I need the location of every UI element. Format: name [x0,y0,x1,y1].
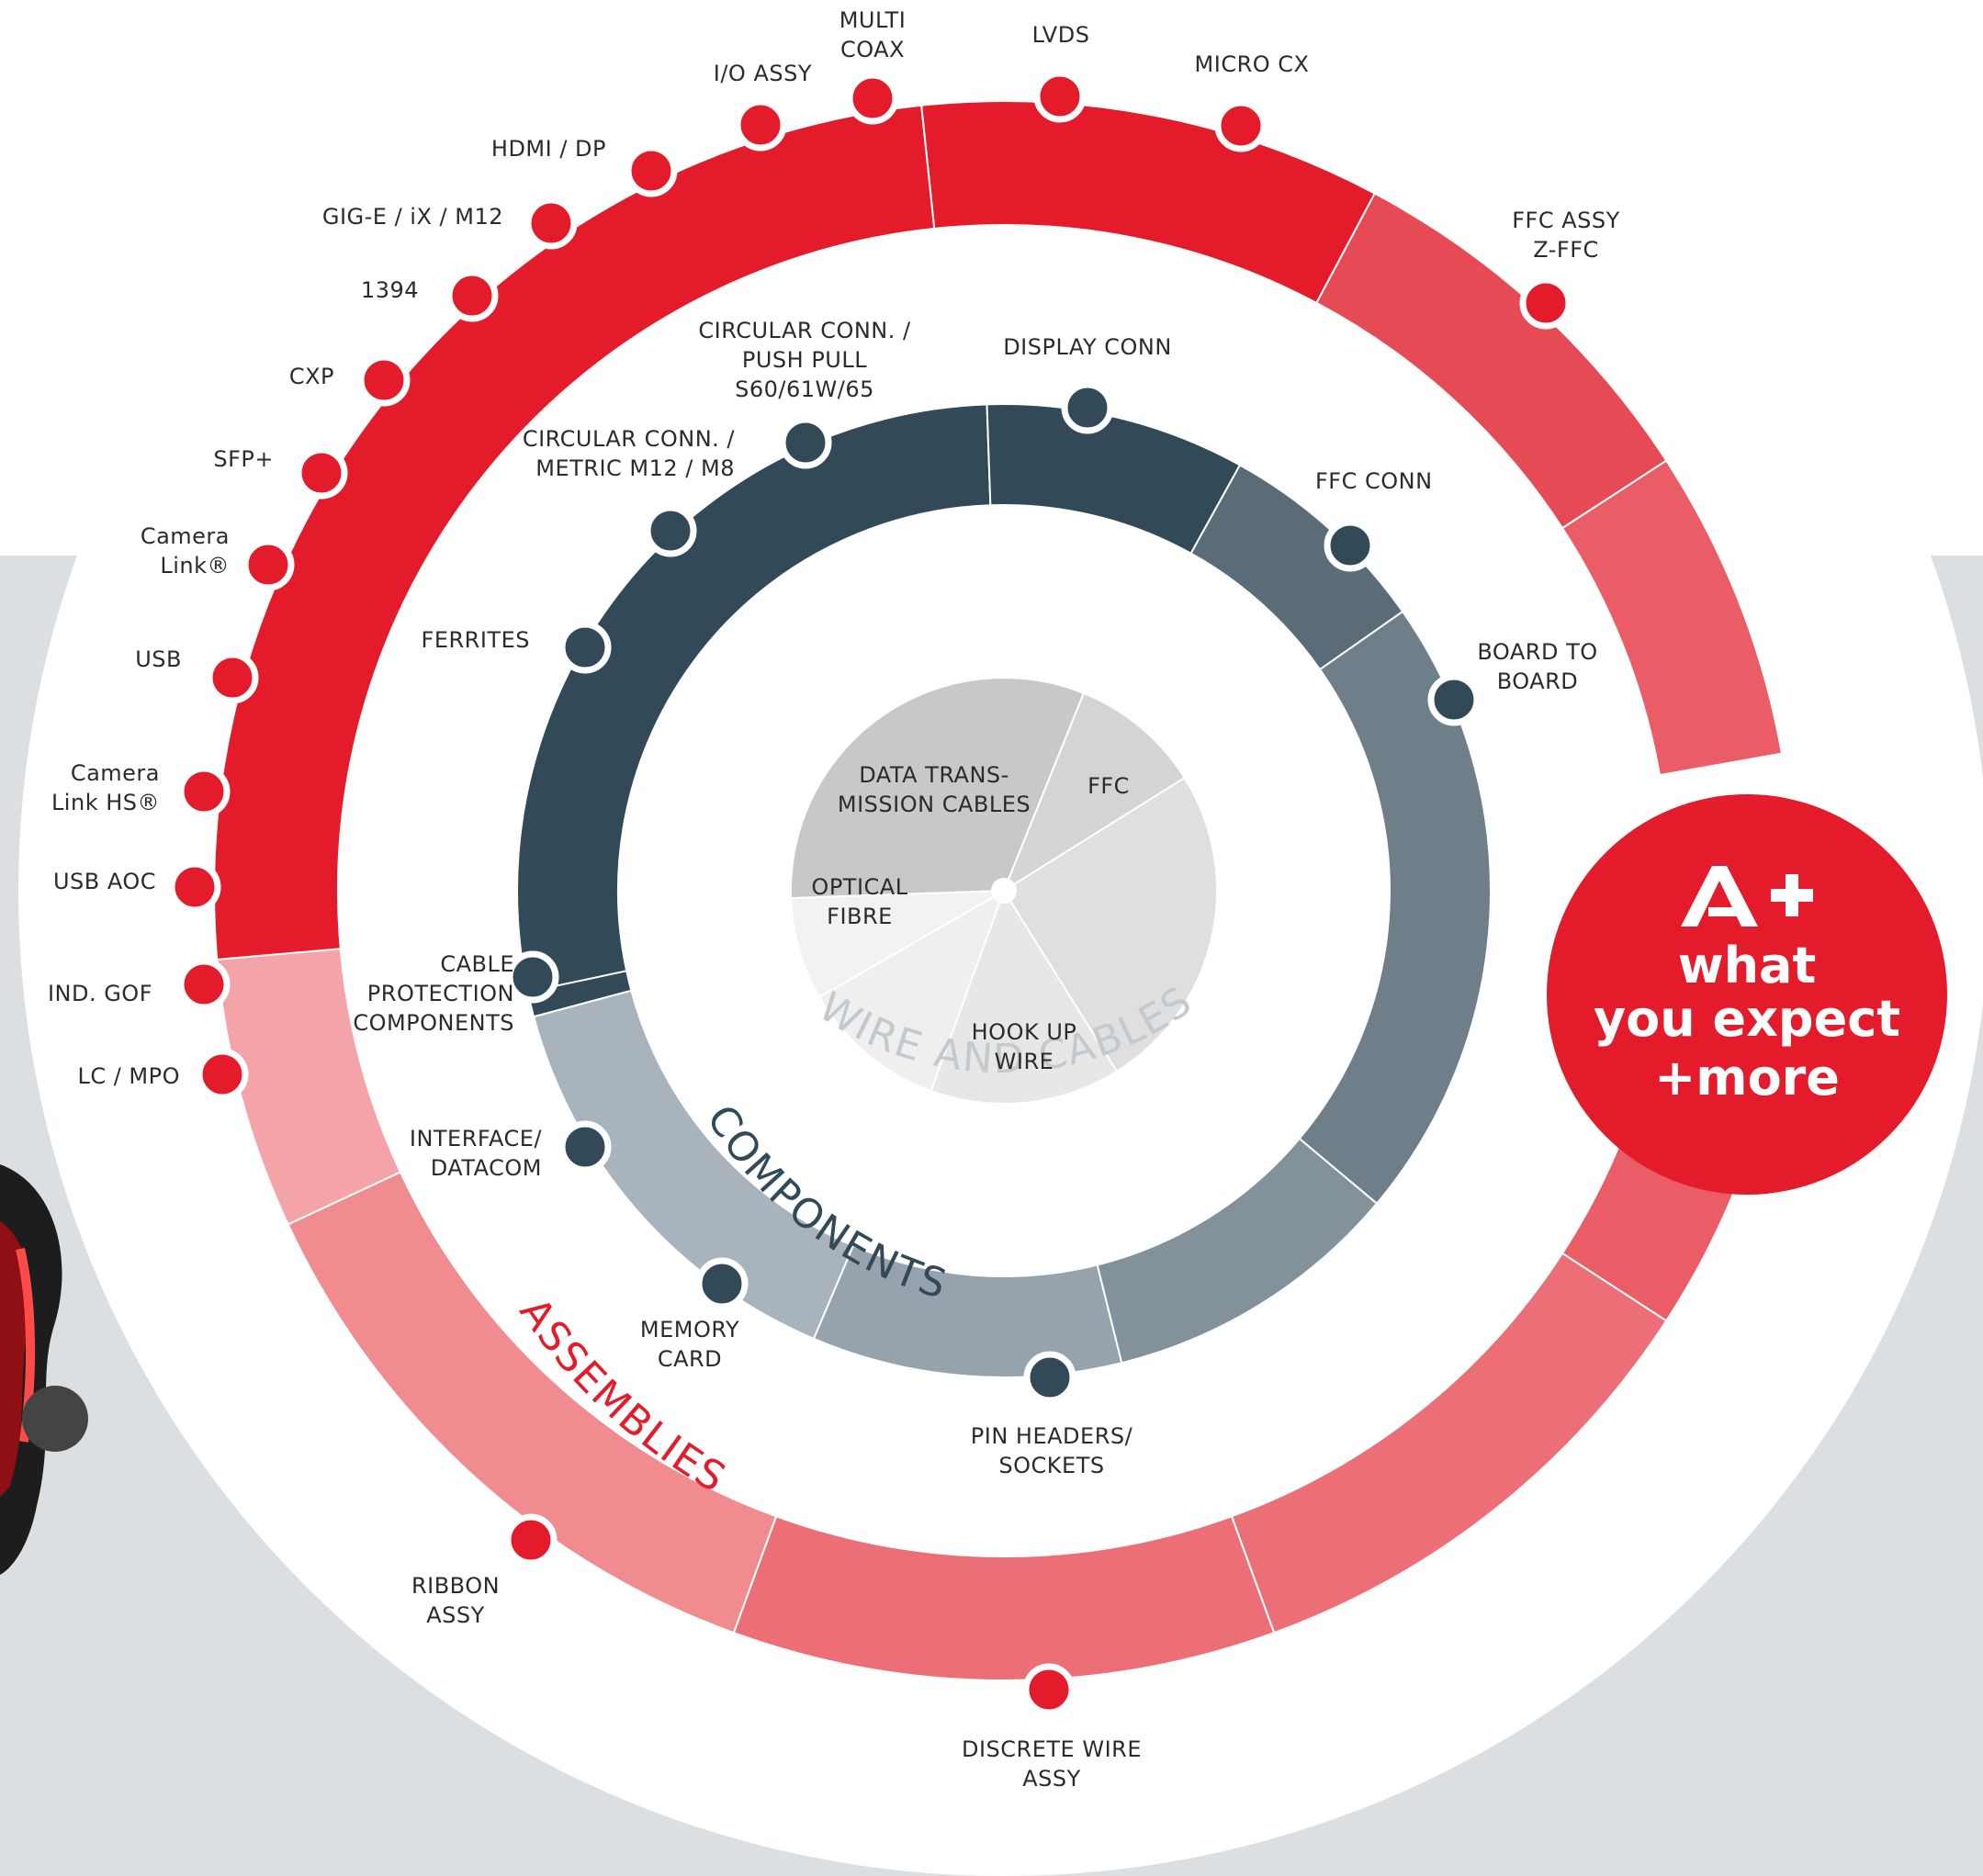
assembly-label: USB [135,646,182,672]
badge-line-2: you expect [1593,990,1901,1048]
components-ring [516,403,1492,1378]
component-label: DISPLAY CONN [1003,334,1172,360]
assembly-label: MICRO CX [1194,51,1310,77]
wire-and-cables-segment [1001,691,1187,893]
assembly-label: I/O ASSY [713,61,812,86]
assembly-node-dot [168,860,221,914]
a-plus-logo [1681,866,1813,927]
assemblies-segment [1560,459,1784,777]
assembly-label: IND. GOF [47,981,152,1006]
component-node-dot [1324,519,1377,572]
assemblies-ring [213,100,1784,1681]
assembly-node-dot [524,197,578,250]
assembly-label: DISCRETE WIRE ASSY [962,1736,1142,1792]
assembly-node-dot [445,269,499,322]
wire-and-cables-segment [790,677,1086,900]
assembly-node-dot [295,446,348,500]
component-node-dot [558,621,612,674]
component-node-dot [1023,1351,1076,1404]
component-label: FFC CONN [1315,468,1433,494]
wire-and-cables-segment [790,890,1005,999]
component-node-dot [558,1120,612,1174]
wire-segment-label: FFC [1087,773,1130,799]
assembly-label: FFC ASSY Z-FFC [1512,208,1620,263]
assembly-node-dot [846,72,899,125]
assembly-label: Camera Link® [140,523,230,579]
pie-hub [991,878,1017,904]
assembly-label: HDMI / DP [490,136,606,162]
component-node-dot [779,416,832,469]
component-label: MEMORY CARD [639,1317,740,1372]
assembly-node-dot [1519,276,1572,330]
assembly-label: CXP [288,364,334,389]
component-label: FERRITES [421,627,530,653]
node-dots [168,70,1572,1716]
assembly-node-dot [177,765,231,818]
assembly-node-dot [206,651,259,704]
assembly-node-dot [1214,99,1268,152]
badge-line-1: what [1677,937,1817,994]
assembly-label: MULTI COAX [839,7,907,62]
wire-and-cables-segment [1002,776,1218,1073]
badge-line-3: +more [1654,1049,1840,1107]
component-node-dot [1427,673,1481,726]
components-segment [526,970,633,1018]
wire-segment-label: OPTICAL FIBRE [811,874,908,929]
assembly-label: LVDS [1031,22,1090,48]
assembly-node-dot [1022,1663,1076,1716]
assembly-label: Camera Link HS® [51,760,160,815]
assembly-label: 1394 [360,277,419,303]
component-label: BOARD TO BOARD [1477,639,1598,694]
wire-and-cables-segment [817,888,1006,1093]
assembly-node-dot [1033,70,1087,123]
assembly-node-dot [242,538,295,591]
assembly-label: SFP+ [213,446,274,472]
component-label: INTERFACE/ DATACOM [409,1126,542,1181]
component-label: CABLE PROTECTION COMPONENTS [353,951,514,1036]
component-node-dot [506,950,559,1004]
wire-segment-label: DATA TRANS- MISSION CABLES [837,762,1031,817]
assembly-label: RIBBON ASSY [411,1573,501,1628]
cable-product-image [0,1164,88,1575]
assembly-node-dot [177,958,231,1011]
assembly-node-dot [734,98,787,152]
assembly-label: LC / MPO [77,1063,180,1089]
wire-and-cables-pie [790,677,1218,1105]
components-segment [516,403,992,1018]
component-label: CIRCULAR CONN. / PUSH PULL S60/61W/65 [698,318,911,402]
wire-and-cables-segment [930,888,1119,1105]
assembly-node-dot [625,144,678,197]
component-node-dot [644,504,697,557]
assembly-node-dot [504,1513,558,1567]
component-label: PIN HEADERS/ SOCKETS [970,1423,1133,1478]
a-plus-badge: what you expect +more [1547,794,1947,1195]
assembly-label: GIG-E / iX / M12 [321,204,503,230]
assembly-node-dot [357,354,411,407]
assembly-label: USB AOC [52,869,156,894]
component-node-dot [1061,381,1114,434]
wire-segment-label: HOOK UP WIRE [971,1019,1077,1074]
assembly-node-dot [196,1048,249,1101]
component-label: CIRCULAR CONN. / METRIC M12 / M8 [522,426,735,481]
component-node-dot [695,1257,749,1310]
